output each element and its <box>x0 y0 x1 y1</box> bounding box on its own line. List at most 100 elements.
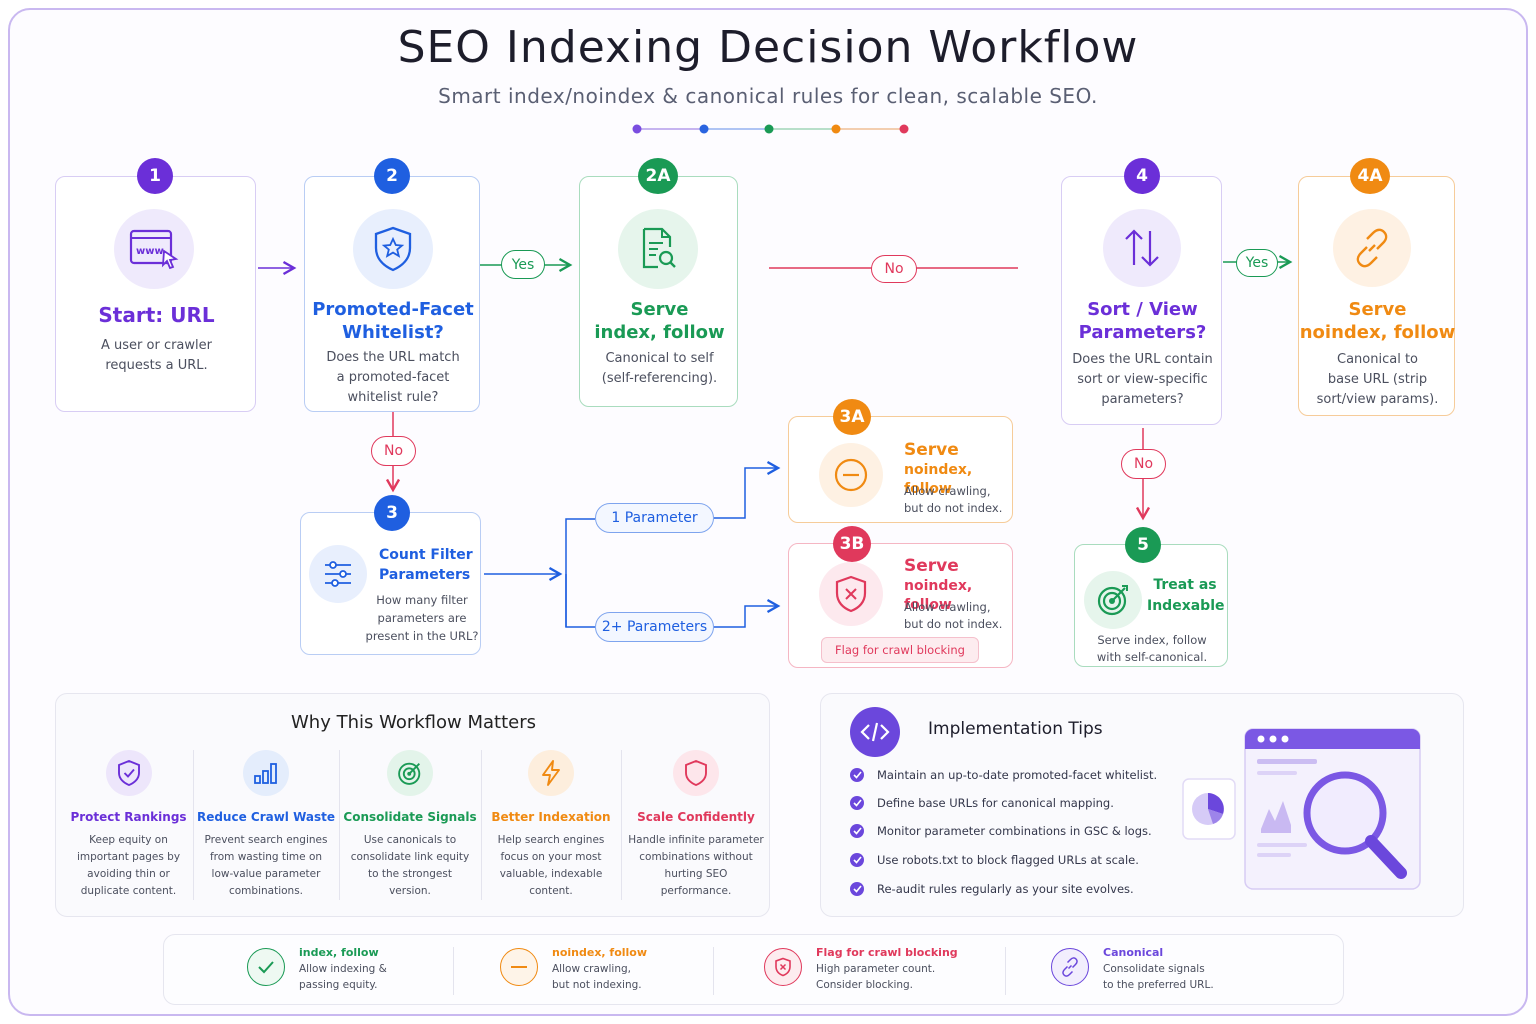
sliders-icon <box>309 545 367 603</box>
step-3b-card[interactable]: Serve noindex, follow Allow crawling, bu… <box>788 543 1013 668</box>
legend-name: Canonical <box>1103 946 1164 959</box>
step-3a-title-1: Serve <box>904 440 959 460</box>
step-1-card[interactable]: www. Start: URL A user or crawler reques… <box>55 176 256 412</box>
flag-crawl-blocking-tag: Flag for crawl blocking <box>821 637 979 663</box>
step-3-desc-2: parameters are <box>377 611 467 625</box>
why-item-desc-4: duplicate content. <box>80 885 177 897</box>
legend-flag-crawl-blocking: Flag for crawl blocking High parameter c… <box>764 946 958 993</box>
legend-desc-1: High parameter count. <box>816 963 936 975</box>
why-item-desc-2: important pages by <box>76 851 181 863</box>
legend-desc-2: to the preferred URL. <box>1103 979 1214 991</box>
why-item-desc-3: valuable, indexable <box>499 868 603 880</box>
tip-item: Define base URLs for canonical mapping. <box>850 796 1114 810</box>
no-pill-middle: No <box>871 255 917 283</box>
step-3b-desc-2: but do not index. <box>904 617 1003 631</box>
step-4-title-2: Parameters? <box>1078 322 1207 343</box>
why-item-consolidate-signals: Consolidate Signals Use canonicals to co… <box>340 750 480 900</box>
yes-pill-step-4: Yes <box>1236 249 1278 277</box>
why-item-name: Better Indexation <box>491 810 611 824</box>
one-parameter-pill: 1 Parameter <box>595 503 714 533</box>
step-2a-desc-1: Canonical to self <box>605 351 714 366</box>
page-title: SEO Indexing Decision Workflow <box>397 22 1139 73</box>
step-4-desc-1: Does the URL contain <box>1072 352 1213 367</box>
shield-icon <box>673 750 719 796</box>
why-item-desc-3: avoiding thin or <box>87 868 170 880</box>
tip-text: Maintain an up-to-date promoted-facet wh… <box>877 768 1158 782</box>
step-2-title-2: Whitelist? <box>342 322 444 343</box>
legend-bar <box>163 934 1344 1005</box>
legend-canonical: Canonical Consolidate signals to the pre… <box>1051 946 1214 993</box>
tip-text: Use robots.txt to block flagged URLs at … <box>877 853 1139 867</box>
tip-item: Use robots.txt to block flagged URLs at … <box>850 853 1139 867</box>
legend-name: noindex, follow <box>552 946 648 959</box>
link-icon <box>1333 209 1411 287</box>
code-icon <box>850 707 900 757</box>
step-3-card[interactable]: Count Filter Parameters How many filter … <box>300 512 481 655</box>
why-item-desc-1: Prevent search engines <box>204 834 328 846</box>
step-3a-title-2: noindex, follow <box>904 462 973 497</box>
why-item-name: Consolidate Signals <box>343 810 477 824</box>
step-2a-card[interactable]: Serve index, follow Canonical to self (s… <box>579 176 738 407</box>
step-2a-title-1: Serve <box>630 299 689 320</box>
step-4-desc-2: sort or view-specific <box>1077 372 1208 387</box>
step-2-card[interactable]: Promoted-Facet Whitelist? Does the URL m… <box>304 176 480 412</box>
why-item-desc-1: Keep equity on <box>89 834 168 846</box>
why-item-desc-4: content. <box>529 885 573 897</box>
svg-text:www.: www. <box>136 246 167 257</box>
why-item-name: Scale Confidently <box>637 810 755 824</box>
step-1-desc-2: requests a URL. <box>105 358 208 373</box>
step-2a-desc-2: (self-referencing). <box>601 371 718 386</box>
bar-chart-icon <box>243 750 289 796</box>
step-5-title-1: Treat as <box>1153 577 1217 593</box>
shield-check-icon <box>105 750 152 796</box>
why-item-desc-2: from wasting time on <box>209 851 323 863</box>
step-3a-badge: 3A <box>833 399 871 435</box>
target-icon <box>387 750 433 796</box>
why-item-desc-4: combinations. <box>228 885 304 897</box>
browser-www-icon: www. <box>114 209 194 289</box>
step-3a-desc-2: but do not index. <box>904 501 1003 515</box>
step-3-desc-1: How many filter <box>376 593 468 607</box>
minus-icon <box>500 948 538 986</box>
no-pill-step-2: No <box>371 436 416 466</box>
legend-index-follow: index, follow Allow indexing & passing e… <box>247 946 387 993</box>
minus-circle-icon <box>819 443 883 507</box>
why-item-desc-2: focus on your most <box>500 851 602 863</box>
check-icon <box>850 882 864 896</box>
step-3-badge: 3 <box>374 495 410 531</box>
yes-pill-step-2: Yes <box>501 250 545 279</box>
step-4a-title-2: noindex, follow <box>1299 322 1456 343</box>
step-4-badge: 4 <box>1124 158 1160 194</box>
legend-desc-2: Consider blocking. <box>816 979 914 991</box>
shield-x-icon <box>764 948 802 986</box>
step-5-title-2: Indexable <box>1147 598 1225 614</box>
step-1-desc-1: A user or crawler <box>101 338 212 353</box>
page-subtitle: Smart index/noindex & canonical rules fo… <box>438 84 1098 108</box>
why-item-desc-3: hurting SEO <box>664 868 728 880</box>
step-2-badge: 2 <box>374 158 410 194</box>
legend-desc-2: but not indexing. <box>552 979 642 991</box>
why-item-name: Protect Rankings <box>70 810 187 824</box>
search-illustration <box>1182 728 1421 890</box>
step-4a-desc-2: base URL (strip <box>1327 372 1428 387</box>
legend-desc-1: Consolidate signals <box>1103 963 1205 975</box>
tip-text: Define base URLs for canonical mapping. <box>877 796 1114 810</box>
why-item-desc-2: combinations without <box>639 851 753 863</box>
step-5-badge: 5 <box>1125 527 1161 563</box>
tips-title: Implementation Tips <box>928 719 1103 739</box>
legend-desc-2: passing equity. <box>299 979 378 991</box>
check-icon <box>850 853 864 867</box>
two-plus-parameters-pill: 2+ Parameters <box>595 612 714 642</box>
step-4a-card[interactable]: Serve noindex, follow Canonical to base … <box>1298 176 1455 416</box>
lightning-icon <box>528 750 574 796</box>
step-3a-card[interactable]: Serve noindex, follow Allow crawling, bu… <box>788 416 1013 523</box>
step-5-card[interactable]: Treat as Indexable Serve index, follow w… <box>1074 544 1228 667</box>
step-2a-title-2: index, follow <box>594 322 725 343</box>
step-4-card[interactable]: Sort / View Parameters? Does the URL con… <box>1061 176 1222 425</box>
step-3b-desc-1: Allow crawling, <box>904 600 991 614</box>
legend-desc-1: Allow crawling, <box>552 963 631 975</box>
link-icon <box>1051 948 1089 986</box>
check-icon <box>247 948 285 986</box>
why-item-desc-4: version. <box>389 885 431 897</box>
check-icon <box>850 796 864 810</box>
